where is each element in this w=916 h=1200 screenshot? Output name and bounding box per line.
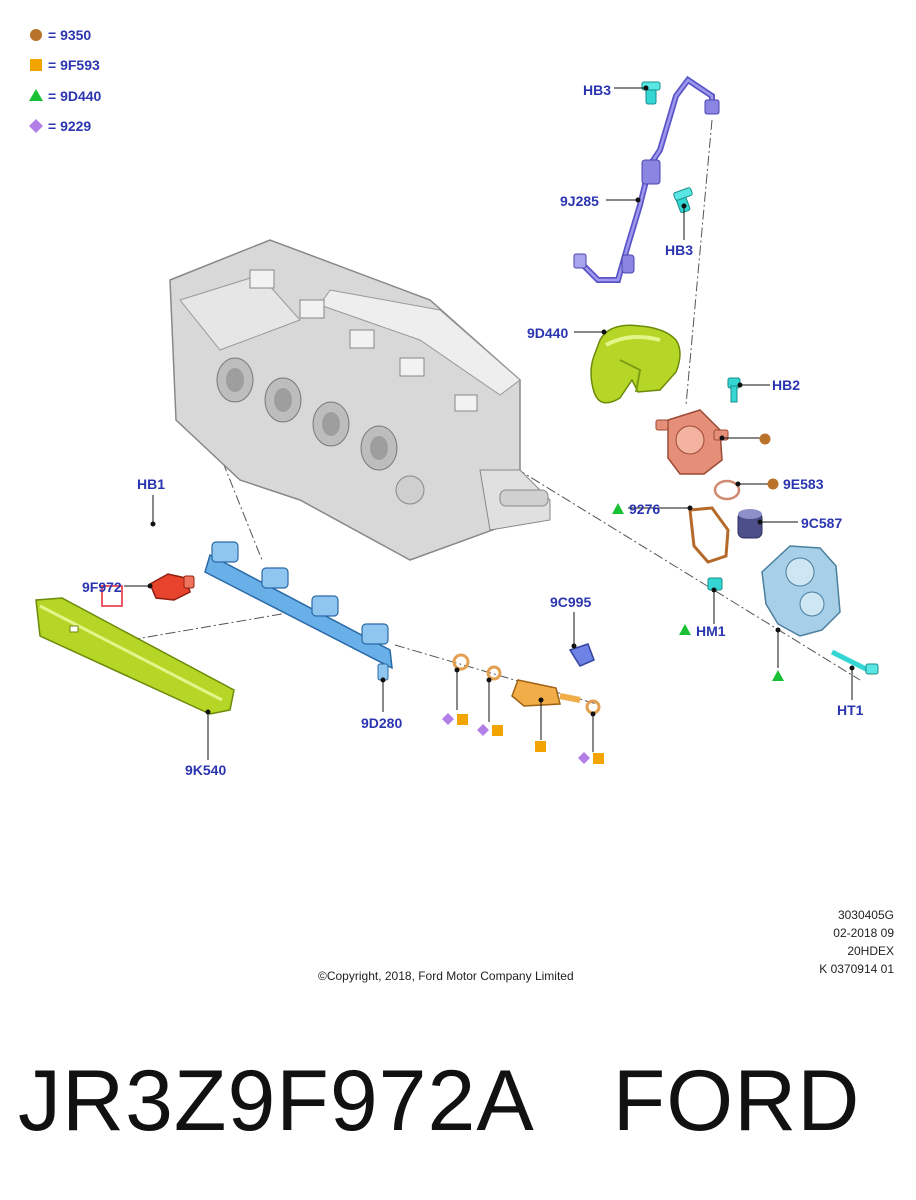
bolt-hb3-mid-illustration [673,187,693,214]
drawing-stamp: 3030405G 02-2018 09 20HDEX K 0370914 01 [819,906,894,978]
gasket-9276-illustration [688,506,730,564]
center-lines [129,119,861,706]
callout-9276[interactable]: 9276 [629,501,660,517]
bolt-hb2-illustration [727,377,741,403]
heat-shield-9k540-illustration [35,597,235,715]
marker-square-icon [492,725,503,736]
symbol-markers [442,433,784,764]
pump-cover-9d440-illustration [590,324,681,404]
callout-9e583[interactable]: 9E583 [783,476,824,492]
callout-9c587[interactable]: 9C587 [801,515,842,531]
highlight-box-9f972[interactable] [101,585,123,607]
marker-circle-icon [759,433,771,445]
callout-hb3-mid[interactable]: HB3 [665,242,693,258]
leader-dots [147,85,855,717]
marker-circle-icon [767,478,779,490]
marker-square-icon [535,741,546,752]
legend-square-icon [30,59,42,71]
callout-9d440[interactable]: 9D440 [527,325,568,341]
bolt-ht1-illustration [830,649,879,675]
legend-triangle-icon [29,89,43,101]
callout-9k540[interactable]: 9K540 [185,762,226,778]
marker-square-icon [593,753,604,764]
legend-triangle-label: = 9D440 [48,88,102,104]
brand-name: FORD [612,1053,861,1149]
callout-9f972[interactable]: 9F972 [82,579,122,595]
callout-9c995[interactable]: 9C995 [550,594,591,610]
pump-housing-illustration [761,545,841,637]
footer-caption: JR3Z9F972A FORD [18,1052,860,1151]
callout-9j285[interactable]: 9J285 [560,193,599,209]
callout-hb3-top[interactable]: HB3 [583,82,611,98]
fuel-line-9j285 [573,75,720,283]
marker-triangle-icon [772,670,784,681]
leader-lines [124,87,853,760]
stamp-line: K 0370914 01 [819,962,894,976]
follower-9c587-illustration [737,509,763,539]
marker-triangle-icon [679,624,691,635]
marker-diamond-icon [578,752,590,764]
legend-circle-icon [30,29,42,41]
bolt-hb3-top-illustration [641,81,661,105]
legend-diamond-label: = 9229 [48,118,91,134]
part-number: JR3Z9F972A [18,1053,535,1149]
callout-ht1[interactable]: HT1 [837,702,864,718]
seal-rings-illustration [452,653,601,715]
copyright-notice: ©Copyright, 2018, Ford Motor Company Lim… [318,969,574,983]
exploded-parts-diagram: = 9350 = 9F593 = 9D440 = 9229 [29,27,879,778]
fuel-pump-illustration [655,409,729,475]
callout-hb1[interactable]: HB1 [137,476,165,492]
marker-diamond-icon [477,724,489,736]
fuel-rail-9d280-illustration [204,541,393,681]
callout-9d280[interactable]: 9D280 [361,715,402,731]
legend-diamond-icon [29,119,43,133]
callout-hb2[interactable]: HB2 [772,377,800,393]
clip-9c995-illustration [568,643,595,667]
legend-square-label: = 9F593 [48,57,100,73]
marker-triangle-icon [612,503,624,514]
callout-hm1[interactable]: HM1 [696,623,726,639]
legend: = 9350 = 9F593 = 9D440 = 9229 [29,27,102,134]
marker-diamond-icon [442,713,454,725]
injector-illustration [511,679,581,707]
marker-square-icon [457,714,468,725]
pressure-sensor-9f972-illustration [149,573,195,601]
stamp-line: 3030405G [837,908,894,922]
stamp-line: 02-2018 09 [833,926,894,940]
legend-circle-label: = 9350 [48,27,91,43]
callout-labels: HB3 9J285 HB3 9D440 HB2 9E583 9276 9C587… [82,82,864,778]
cylinder-head-illustration [169,239,551,561]
stamp-line: 20HDEX [847,944,894,958]
o-ring-9e583-illustration [713,479,741,501]
